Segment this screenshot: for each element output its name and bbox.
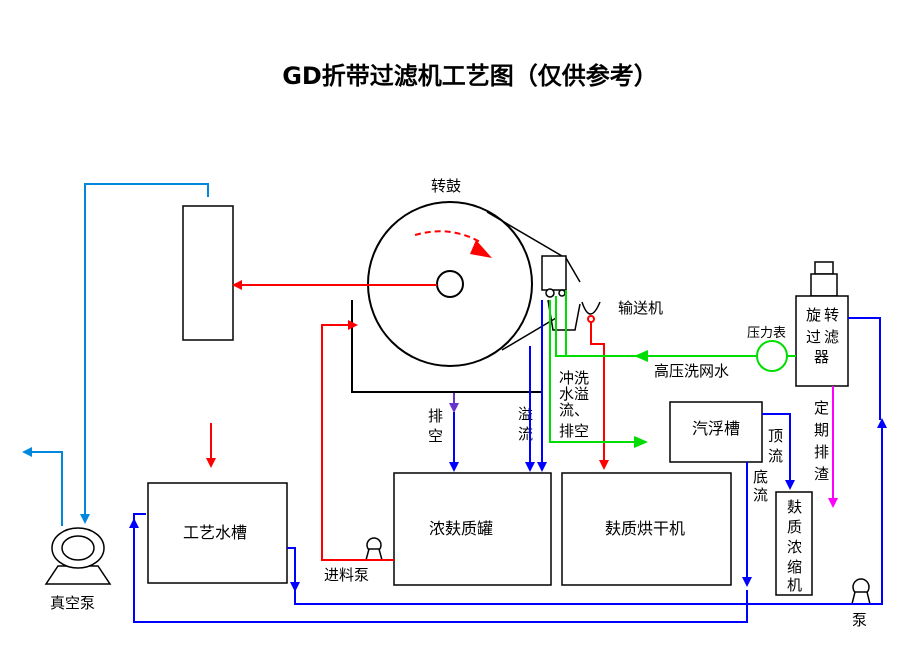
process-water-tank [147,482,288,584]
discharge-frame [541,255,581,331]
flow-vacuum-exhaust [22,447,63,526]
drain-label-c1: 空 [428,427,443,445]
periodic-slag-c2: 排 [814,443,829,461]
flush-label-l0: 冲洗 [559,369,589,387]
flow-feed-pump [321,320,394,561]
dryer-label: 麸质烘干机 [605,519,685,538]
bran-thickener [775,491,813,596]
periodic-slag-c3: 渣 [814,465,829,483]
flush-label-l1: 水溢 [559,385,589,403]
vacuum-pump-label: 真空泵 [50,594,95,612]
drum [367,201,533,367]
flow-top-flow [762,413,795,490]
conveyor-label: 输送机 [618,299,663,317]
thickener-c4: 机 [787,576,802,594]
separator-box [182,205,234,341]
pressure-gauge-icon [756,340,788,372]
rotary-filter-c2: 过 [806,328,821,346]
thick-bran-tank [393,472,552,586]
rotary-filter-motor [810,261,838,297]
pressure-gauge-label: 压力表 [747,326,786,341]
drain-label-c0: 排 [428,407,443,425]
rotary-filter-c3: 滤 [824,328,839,346]
pump-icon [851,578,871,605]
thickener-c1: 质 [787,518,802,536]
rotary-filter-c1: 转 [824,306,839,324]
thickener-c0: 麸 [787,498,802,516]
rotary-filter-c0: 旋 [806,306,821,324]
top-flow-c1: 流 [768,447,783,465]
thickener-c3: 缩 [787,558,802,576]
flotation-tank-label: 汽浮槽 [692,419,740,438]
flush-label-l2: 流、 [559,401,589,419]
process-tank-label: 工艺水槽 [183,523,247,542]
rotary-filter-c4: 器 [814,348,829,366]
conveyor-icon [581,301,601,323]
rotary-filter [795,295,849,387]
bottom-flow-c1: 流 [753,486,768,504]
feed-pump-icon [365,537,383,561]
flow-conveyor-to-dryer [590,322,609,470]
drum-label: 转鼓 [431,177,461,195]
high-pressure-water-label: 高压洗网水 [654,362,729,380]
bottom-flow-c0: 底 [753,468,768,486]
feed-pump-label: 进料泵 [324,566,369,584]
periodic-slag-c1: 期 [814,421,829,439]
flush-label-l3: 排空 [559,422,589,440]
flow-separator-to-vacuum [80,183,209,524]
top-flow-c0: 顶 [768,427,783,445]
flow-return-to-filter [287,418,887,605]
thick-tank-label: 浓麸质罐 [429,519,493,538]
pump-label: 泵 [852,611,867,629]
vacuum-pump-icon [44,527,112,585]
thickener-c2: 浓 [787,538,802,556]
flow-flush-to-flotation [549,300,648,448]
flotation-tank [669,401,763,463]
periodic-slag-c0: 定 [814,399,829,417]
bran-dryer [561,472,732,586]
diagram-title: GD折带过滤机工艺图（仅供参考） [282,62,658,90]
